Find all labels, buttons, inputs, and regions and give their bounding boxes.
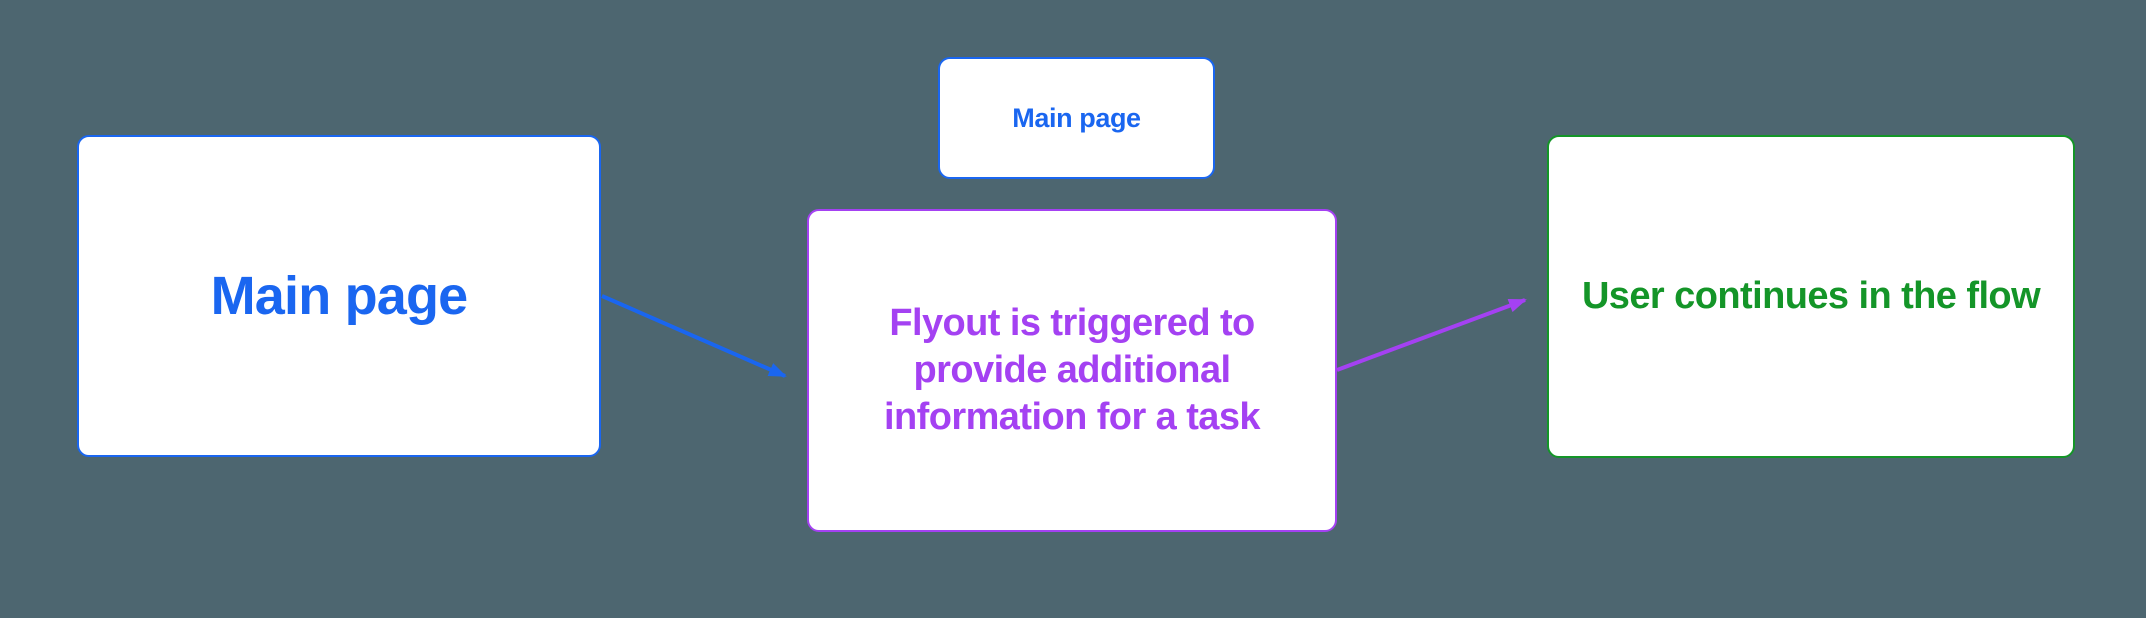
node-user-continues[interactable]: User continues in the flow [1547,135,2075,458]
node-flyout-label: Flyout is triggered to provide additiona… [884,300,1261,441]
edge-flyout-to-user[interactable] [1336,298,1527,372]
node-main-page-mini[interactable]: Main page [938,57,1215,179]
node-flyout-label-line1: Flyout is triggered to [889,301,1255,344]
node-flyout[interactable]: Flyout is triggered to provide additiona… [807,209,1337,532]
node-main-page-mini-label: Main page [1012,102,1141,133]
node-flyout-label-line2: provide additional [913,348,1232,391]
edge-main-to-flyout[interactable] [601,294,787,378]
node-main-page-label: Main page [210,266,469,326]
node-flyout-label-line3: information for a task [884,396,1261,439]
node-main-page[interactable]: Main page [77,135,601,457]
node-user-continues-label: User continues in the flow [1581,275,2041,317]
